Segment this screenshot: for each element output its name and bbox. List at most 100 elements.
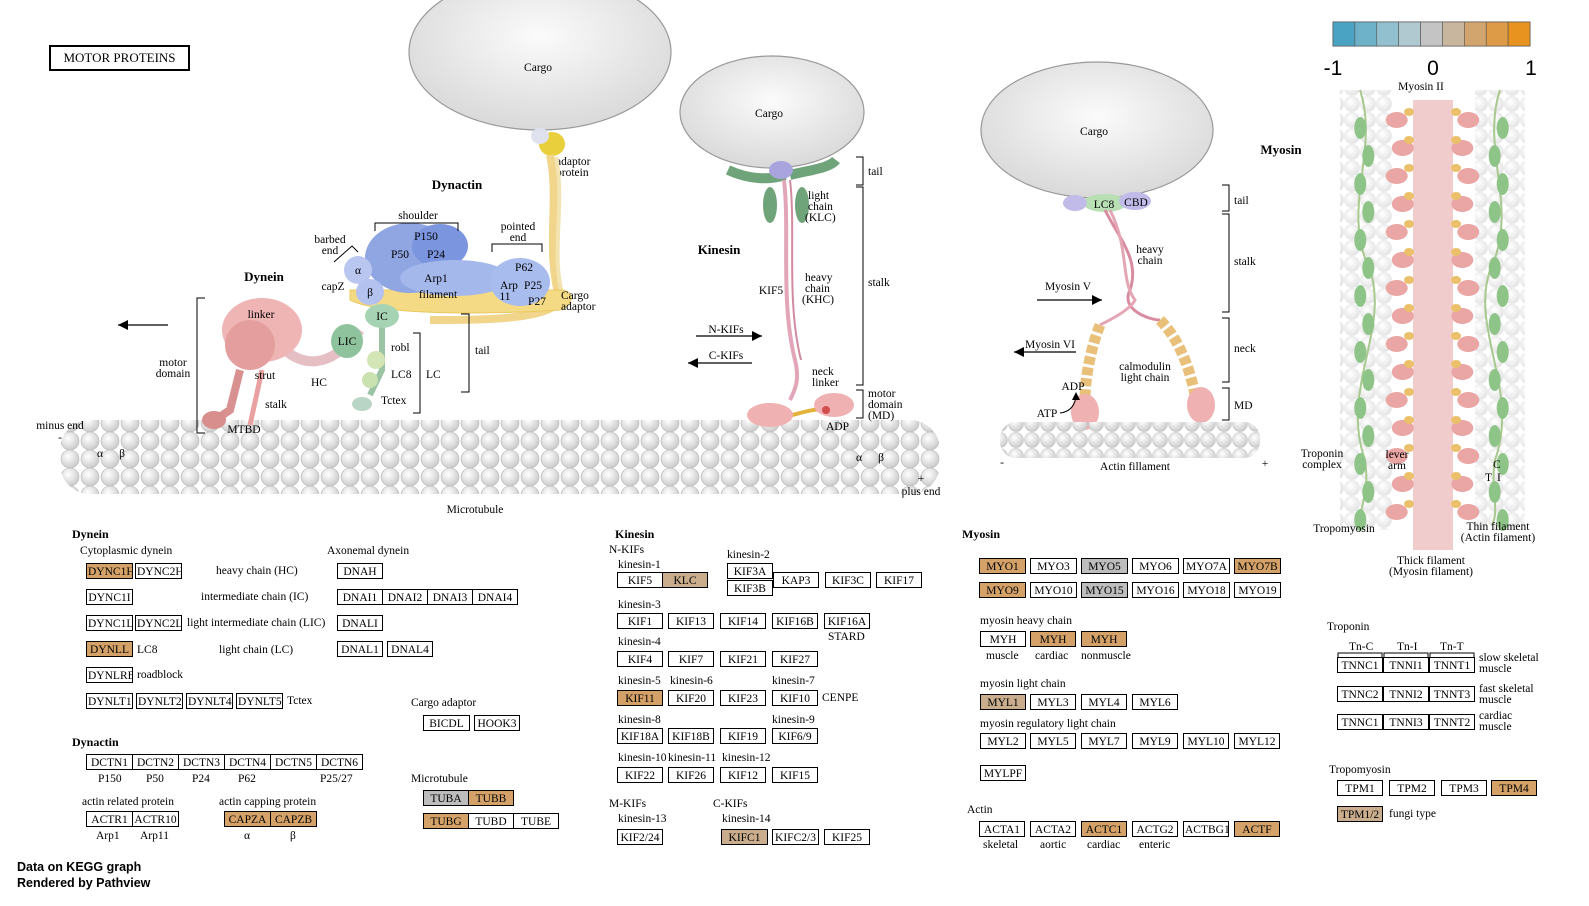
gene-KIF3A[interactable]: KIF3A — [727, 563, 773, 579]
gene-KIF2-24[interactable]: KIF2/24 — [617, 829, 663, 845]
gene-KIF27[interactable]: KIF27 — [772, 651, 818, 667]
gene-MYL9[interactable]: MYL9 — [1132, 733, 1178, 749]
gene-KIF12[interactable]: KIF12 — [720, 767, 766, 783]
gene-MYO7B[interactable]: MYO7B — [1234, 558, 1281, 574]
gene-TNNI2[interactable]: TNNI2 — [1383, 686, 1429, 702]
gene-TUBD[interactable]: TUBD — [468, 813, 514, 829]
gene-KIF19[interactable]: KIF19 — [720, 728, 766, 744]
gene-TNNT3[interactable]: TNNT3 — [1429, 686, 1475, 702]
gene-KIF13[interactable]: KIF13 — [668, 613, 714, 629]
gene-DCTN2[interactable]: DCTN2 — [132, 754, 179, 770]
gene-KIF10[interactable]: KIF10 — [772, 690, 818, 706]
gene-DYNC1H[interactable]: DYNC1H — [86, 563, 133, 579]
gene-KIF18A[interactable]: KIF18A — [617, 728, 663, 744]
gene-KIF6-9[interactable]: KIF6/9 — [772, 728, 818, 744]
gene-ACTBG1[interactable]: ACTBG1 — [1183, 821, 1229, 837]
gene-TNNI1[interactable]: TNNI1 — [1383, 657, 1429, 673]
gene-KIF26[interactable]: KIF26 — [668, 767, 714, 783]
gene-KIF4[interactable]: KIF4 — [617, 651, 663, 667]
gene-DNAH[interactable]: DNAH — [337, 563, 383, 579]
gene-DYNLT4[interactable]: DYNLT4 — [186, 693, 233, 709]
gene-DCTN3[interactable]: DCTN3 — [178, 754, 225, 770]
gene-DNAI1[interactable]: DNAI1 — [337, 589, 383, 605]
gene-DYNC1LI[interactable]: DYNC1LI — [86, 615, 133, 631]
gene-DNAI4[interactable]: DNAI4 — [472, 589, 518, 605]
gene-MYL10[interactable]: MYL10 — [1183, 733, 1229, 749]
gene-KIF21[interactable]: KIF21 — [720, 651, 766, 667]
gene-MYO19[interactable]: MYO19 — [1234, 582, 1281, 598]
gene-DNAL1[interactable]: DNAL1 — [337, 641, 383, 657]
gene-MYO7A[interactable]: MYO7A — [1183, 558, 1230, 574]
gene-MYO16[interactable]: MYO16 — [1132, 582, 1179, 598]
gene-TNNI3[interactable]: TNNI3 — [1383, 714, 1429, 730]
gene-MYL1[interactable]: MYL1 — [980, 694, 1026, 710]
gene-MYL6[interactable]: MYL6 — [1132, 694, 1178, 710]
gene-MYO9[interactable]: MYO9 — [979, 582, 1026, 598]
gene-MYH-cardiac[interactable]: MYH — [1030, 631, 1076, 647]
gene-DYNLT5[interactable]: DYNLT5 — [236, 693, 283, 709]
gene-DCTN5[interactable]: DCTN5 — [270, 754, 317, 770]
gene-CAPZA[interactable]: CAPZA — [224, 811, 271, 827]
gene-TUBE[interactable]: TUBE — [513, 813, 559, 829]
gene-TPM1-2[interactable]: TPM1/2 — [1337, 806, 1383, 822]
gene-DCTN6[interactable]: DCTN6 — [316, 754, 363, 770]
gene-KIF14[interactable]: KIF14 — [720, 613, 766, 629]
gene-MYO10[interactable]: MYO10 — [1030, 582, 1077, 598]
gene-TPM3[interactable]: TPM3 — [1441, 780, 1487, 796]
gene-DNAI2[interactable]: DNAI2 — [382, 589, 428, 605]
gene-KAP3[interactable]: KAP3 — [773, 572, 819, 588]
gene-DCTN1[interactable]: DCTN1 — [86, 754, 133, 770]
gene-DYNLRB[interactable]: DYNLRB — [86, 667, 133, 683]
gene-DNALI[interactable]: DNALI — [337, 615, 383, 631]
gene-TNNC2[interactable]: TNNC2 — [1337, 686, 1383, 702]
gene-DCTN4[interactable]: DCTN4 — [224, 754, 271, 770]
gene-MYO1[interactable]: MYO1 — [979, 558, 1026, 574]
gene-ACTC1[interactable]: ACTC1 — [1081, 821, 1127, 837]
gene-TPM2[interactable]: TPM2 — [1389, 780, 1435, 796]
gene-MYO6[interactable]: MYO6 — [1132, 558, 1179, 574]
gene-DYNLT1[interactable]: DYNLT1 — [86, 693, 133, 709]
gene-MYL4[interactable]: MYL4 — [1081, 694, 1127, 710]
gene-ACTR10[interactable]: ACTR10 — [132, 811, 179, 827]
gene-DYNC1I[interactable]: DYNC1I — [86, 589, 133, 605]
gene-HOOK3[interactable]: HOOK3 — [474, 715, 520, 731]
gene-MYO15[interactable]: MYO15 — [1081, 582, 1128, 598]
gene-KLC[interactable]: KLC — [662, 572, 708, 588]
gene-TPM1[interactable]: TPM1 — [1337, 780, 1383, 796]
gene-MYL5[interactable]: MYL5 — [1030, 733, 1076, 749]
gene-MYL12[interactable]: MYL12 — [1234, 733, 1280, 749]
gene-TUBG[interactable]: TUBG — [423, 813, 469, 829]
gene-MYO18[interactable]: MYO18 — [1183, 582, 1230, 598]
gene-KIF23[interactable]: KIF23 — [720, 690, 766, 706]
gene-DYNC2LI[interactable]: DYNC2LI — [135, 615, 182, 631]
gene-KIF11[interactable]: KIF11 — [617, 690, 663, 706]
gene-KIF3C[interactable]: KIF3C — [825, 572, 871, 588]
gene-MYO3[interactable]: MYO3 — [1030, 558, 1077, 574]
gene-KIF17[interactable]: KIF17 — [876, 572, 922, 588]
gene-MYH-muscle[interactable]: MYH — [980, 631, 1026, 647]
gene-TNNC1-cardiac[interactable]: TNNC1 — [1337, 714, 1383, 730]
gene-TNNT2[interactable]: TNNT2 — [1429, 714, 1475, 730]
gene-KIF7[interactable]: KIF7 — [668, 651, 714, 667]
gene-KIF15[interactable]: KIF15 — [772, 767, 818, 783]
gene-ACTG2[interactable]: ACTG2 — [1132, 821, 1178, 837]
gene-DYNLT2[interactable]: DYNLT2 — [136, 693, 183, 709]
gene-KIF5[interactable]: KIF5 — [617, 572, 663, 588]
gene-MYL3[interactable]: MYL3 — [1030, 694, 1076, 710]
gene-KIF20[interactable]: KIF20 — [668, 690, 714, 706]
gene-TPM4[interactable]: TPM4 — [1491, 780, 1537, 796]
gene-CAPZB[interactable]: CAPZB — [270, 811, 317, 827]
gene-ACTA1[interactable]: ACTA1 — [979, 821, 1025, 837]
gene-MYL2[interactable]: MYL2 — [980, 733, 1026, 749]
gene-TUBB[interactable]: TUBB — [468, 790, 514, 806]
gene-TUBA[interactable]: TUBA — [423, 790, 469, 806]
gene-KIFC1[interactable]: KIFC1 — [721, 829, 768, 845]
gene-DNAI3[interactable]: DNAI3 — [427, 589, 473, 605]
gene-TNNC1-slow[interactable]: TNNC1 — [1337, 657, 1383, 673]
gene-MYH-nonmuscle[interactable]: MYH — [1081, 631, 1127, 647]
gene-ACTA2[interactable]: ACTA2 — [1030, 821, 1076, 837]
gene-KIF16B[interactable]: KIF16B — [772, 613, 818, 629]
gene-MYO5[interactable]: MYO5 — [1081, 558, 1128, 574]
gene-KIF16A[interactable]: KIF16A — [824, 613, 870, 629]
gene-MYLPF[interactable]: MYLPF — [980, 765, 1026, 781]
